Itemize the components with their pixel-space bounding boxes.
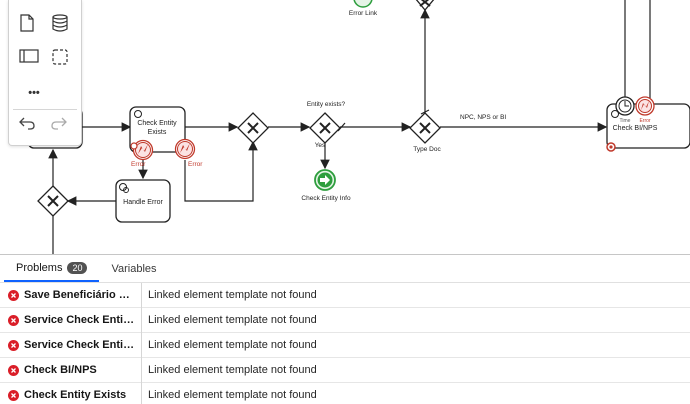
error-circle-icon (7, 364, 19, 376)
error-boundary-event-1[interactable] (130, 139, 154, 161)
problem-element: Service Check Entity... (24, 339, 135, 351)
problems-list: Save Beneficiário Ef... Linked element t… (0, 282, 690, 404)
problem-element: Check BI/NPS (24, 364, 97, 376)
problem-row[interactable]: Check BI/NPS Linked element template not… (0, 357, 690, 383)
label-timer: Time (620, 118, 631, 124)
problem-message: Linked element template not found (148, 289, 317, 301)
problem-row[interactable]: Service Check Entity... Linked element t… (0, 307, 690, 333)
task-label-check-bi-nps: Check BI/NPS (613, 125, 658, 132)
flow-label-yes: Yes (315, 142, 326, 149)
data-store-icon (52, 14, 68, 32)
label-error-small: Error (639, 118, 650, 124)
data-object-icon (20, 14, 34, 32)
label-error-link: Error Link (349, 10, 378, 17)
exclusive-gateway-top[interactable] (410, 0, 440, 12)
sequence-flows (48, 8, 690, 254)
redo-button[interactable] (51, 116, 81, 142)
error-link-event[interactable] (353, 0, 373, 8)
problem-row[interactable]: Service Check Entity... Linked element t… (0, 332, 690, 358)
tab-variables[interactable]: Variables (99, 255, 168, 282)
error-circle-icon (7, 289, 19, 301)
problem-row[interactable]: Save Beneficiário Ef... Linked element t… (0, 282, 690, 308)
exclusive-gateway-entity-exists[interactable] (309, 112, 341, 144)
problem-message: Linked element template not found (148, 364, 317, 376)
properties-bottom-panel: Problems 20 Variables Save Beneficiário … (0, 254, 690, 404)
create-data-object-button[interactable] (19, 14, 49, 40)
gateway-label-entity-exists: Entity exists? (307, 101, 346, 108)
problem-element: Save Beneficiário Ef... (24, 289, 135, 301)
create-group-button[interactable] (51, 48, 81, 74)
create-data-store-button[interactable] (51, 14, 81, 40)
flow-label-npc: NPC, NPS or BI (460, 114, 506, 121)
task-label: Check Entity (137, 120, 177, 127)
tab-variables-label: Variables (111, 262, 157, 275)
more-icon: ••• (28, 87, 40, 99)
task-label-handle-error: Handle Error (123, 199, 163, 206)
bpmn-canvas[interactable]: Check Entity Exists Error Error Handle E… (0, 0, 690, 254)
problem-element: Check Entity Exists (24, 389, 127, 401)
error-label-1: Error (131, 161, 146, 168)
column-divider (141, 332, 142, 358)
column-divider (141, 357, 142, 383)
redo-icon (51, 117, 67, 130)
error-boundary-event-2[interactable] (174, 138, 196, 160)
problem-element: Service Check Entity... (24, 314, 135, 326)
column-divider (141, 307, 142, 333)
exclusive-gateway-1[interactable] (237, 112, 269, 144)
undo-button[interactable] (19, 116, 49, 142)
undo-icon (19, 117, 35, 130)
link-event-check-entity-info[interactable] (314, 169, 336, 191)
exclusive-gateway-type-doc[interactable] (409, 112, 441, 144)
task-check-bi-nps[interactable]: Check BI/NPS Time Error (606, 0, 690, 152)
create-pool-button[interactable] (19, 48, 49, 74)
error-circle-icon (7, 314, 19, 326)
problem-message: Linked element template not found (148, 389, 317, 401)
error-circle-icon (7, 389, 19, 401)
pool-icon (19, 49, 39, 63)
gateway-label-type-doc: Type Doc (413, 146, 441, 153)
exclusive-gateway-bottom[interactable] (37, 185, 69, 217)
palette-separator (13, 109, 77, 110)
group-icon (52, 49, 68, 65)
error-label-2: Error (188, 161, 203, 168)
task-label-2: Exists (148, 129, 167, 136)
problem-row[interactable]: Check Entity Exists Linked element templ… (0, 382, 690, 404)
bpmn-diagram[interactable]: Check Entity Exists Error Error Handle E… (0, 0, 690, 254)
tab-problems-label: Problems (16, 261, 63, 274)
task-handle-error[interactable]: Handle Error (115, 179, 171, 223)
tool-palette: ••• (8, 0, 82, 146)
tab-problems[interactable]: Problems 20 (4, 255, 100, 282)
column-divider (141, 382, 142, 404)
label-check-entity-info: Check Entity Info (301, 195, 351, 202)
problem-message: Linked element template not found (148, 339, 317, 351)
error-circle-icon (7, 339, 19, 351)
panel-tabs: Problems 20 Variables (0, 255, 690, 283)
problems-count-badge: 20 (67, 261, 88, 274)
column-divider (141, 282, 142, 308)
problem-message: Linked element template not found (148, 314, 317, 326)
more-tools-button[interactable]: ••• (19, 80, 49, 106)
